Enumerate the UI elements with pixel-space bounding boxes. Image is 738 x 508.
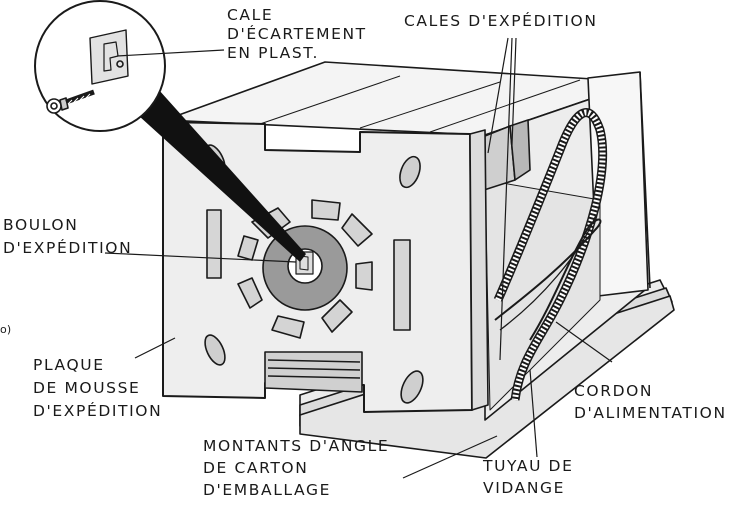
label-foam-plate-line2: DE MOUSSE	[33, 379, 141, 397]
leader-lines	[104, 37, 613, 479]
label-shipping-bolt-line1: BOULON	[3, 216, 79, 234]
magnifier-inset	[34, 0, 166, 132]
label-power-cord-line1: CORDON	[574, 382, 654, 400]
leader-foam-plate	[134, 337, 176, 359]
leader-drain-hose	[529, 369, 538, 458]
label-plastic-spacer: CALE D'ÉCARTEMENT EN PLAST.	[227, 6, 367, 63]
leader-bolt	[104, 252, 297, 263]
shipping-blocks	[479, 119, 531, 191]
label-power-cord-line2: D'ALIMENTATION	[574, 404, 727, 422]
label-shipping-blocks: CALES D'EXPÉDITION	[404, 12, 598, 31]
leader-block-2	[511, 37, 517, 146]
label-foam-plate-line3: D'EXPÉDITION	[33, 402, 163, 420]
label-corner-posts: MONTANTS D'ANGLE DE CARTON D'EMBALLAGE	[203, 435, 389, 501]
label-power-cord: CORDON D'ALIMENTATION	[574, 380, 727, 424]
label-corner-posts-line3: D'EMBALLAGE	[203, 481, 331, 499]
leader-power-cord	[555, 321, 613, 363]
leader-block-1	[487, 37, 509, 154]
power-cord-line	[494, 214, 602, 341]
label-plastic-spacer-line1: CALE	[227, 6, 274, 24]
leader-plastic-spacer	[116, 49, 225, 57]
leader-corner-posts	[402, 435, 498, 479]
leader-block-3	[499, 37, 513, 361]
label-drain-hose-line2: VIDANGE	[483, 479, 566, 497]
label-drain-hose-line1: TUYAU DE	[483, 457, 574, 475]
label-corner-posts-line1: MONTANTS D'ANGLE	[203, 437, 390, 455]
label-plastic-spacer-line2: D'ÉCARTEMENT	[227, 25, 367, 43]
label-foam-plate: PLAQUE DE MOUSSE D'EXPÉDITION	[33, 354, 162, 423]
label-plastic-spacer-line3: EN PLAST.	[227, 44, 320, 62]
label-foam-plate-line1: PLAQUE	[33, 356, 105, 374]
label-corner-posts-line2: DE CARTON	[203, 459, 309, 477]
label-shipping-blocks-line1: CALES D'EXPÉDITION	[404, 12, 598, 30]
edge-fragment-text: o)	[0, 323, 12, 336]
magnifier-beam	[128, 80, 306, 262]
shipping-bolt-illustration	[46, 89, 95, 114]
label-shipping-bolt-line2: D'EXPÉDITION	[3, 239, 133, 257]
drain-hose	[493, 108, 608, 401]
label-drain-hose: TUYAU DE VIDANGE	[483, 455, 573, 499]
label-shipping-bolt: BOULON D'EXPÉDITION	[3, 214, 132, 260]
